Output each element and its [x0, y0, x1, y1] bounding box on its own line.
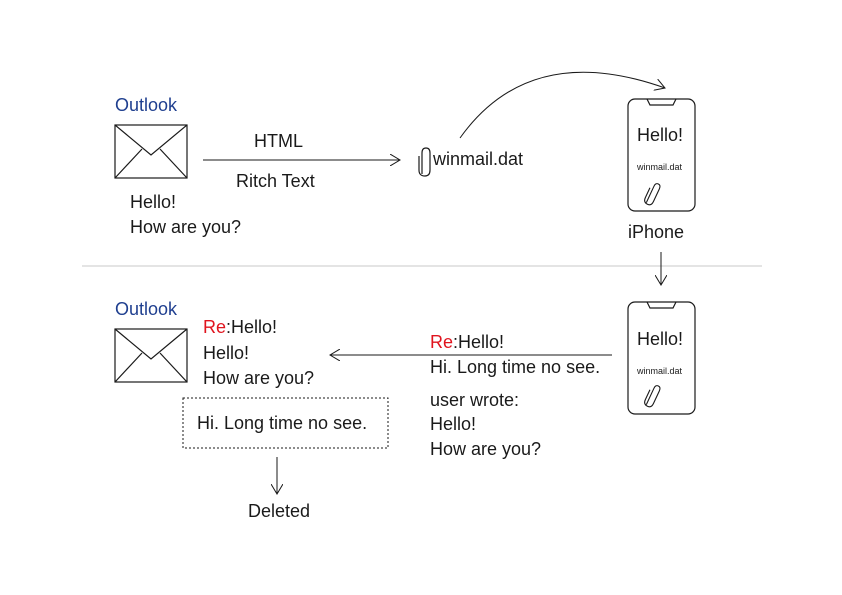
- envelope-icon: [114, 328, 188, 383]
- outlook-label-top: Outlook: [115, 95, 178, 115]
- deleted-label: Deleted: [248, 501, 311, 521]
- quote-header: user wrote:: [430, 390, 520, 410]
- reply-subject-text: :Hello!: [453, 332, 505, 352]
- paperclip-icon: [644, 183, 661, 206]
- quote-line-2: How are you?: [430, 439, 542, 459]
- re-prefix: Re: [203, 317, 227, 337]
- received-body-line-1: Hello!: [203, 343, 250, 363]
- format-label-html: HTML: [254, 131, 303, 151]
- message-line-1: Hello!: [130, 192, 177, 212]
- curved-arrow: [459, 71, 665, 139]
- paperclip-icon: [644, 385, 661, 408]
- received-body-line-2: How are you?: [203, 368, 315, 388]
- phone-attachment-bottom: winmail.dat: [637, 366, 683, 376]
- phone-attachment-top: winmail.dat: [637, 162, 683, 172]
- quote-line-1: Hello!: [430, 414, 477, 434]
- phone-title-top: Hello!: [637, 125, 684, 145]
- removed-text-box: [182, 397, 389, 449]
- reply-text: Hi. Long time no see.: [430, 357, 601, 377]
- format-label-rtf: Ritch Text: [236, 171, 315, 191]
- received-subject: Re:Hello!: [203, 318, 277, 336]
- outlook-label-bottom: Outlook: [115, 299, 178, 319]
- re-prefix: Re: [430, 332, 454, 352]
- iphone-icon: [627, 98, 696, 212]
- subject-text: :Hello!: [226, 317, 278, 337]
- attachment-name: winmail.dat: [433, 149, 524, 169]
- iphone-icon: [627, 301, 696, 415]
- message-line-2: How are you?: [130, 217, 242, 237]
- iphone-label: iPhone: [628, 222, 685, 242]
- removed-text: Hi. Long time no see.: [197, 413, 368, 433]
- paperclip-icon: [418, 147, 431, 177]
- reply-subject: Re:Hello!: [430, 333, 504, 351]
- envelope-icon: [114, 124, 188, 179]
- phone-title-bottom: Hello!: [637, 329, 684, 349]
